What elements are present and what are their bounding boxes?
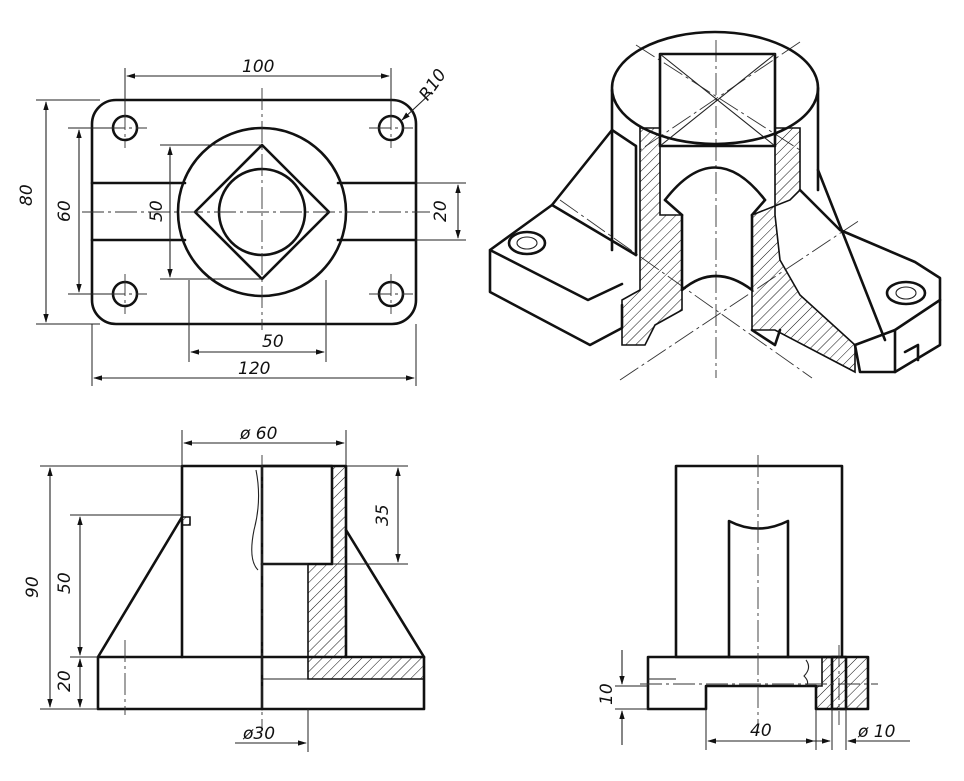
dimension-label-60: 60 — [55, 200, 75, 222]
dimension-label-phi10: ø 10 — [857, 722, 895, 742]
rib-outline — [344, 528, 426, 659]
dimension-label-20: 20 — [431, 200, 451, 222]
dimension-label-100: 100 — [242, 57, 274, 77]
top-view: 100 R10 80 60 50 20 50 120 — [17, 57, 466, 386]
dimension-label-90: 90 — [23, 576, 43, 598]
dimension-label-phi30: ø30 — [242, 724, 275, 744]
dimension-label-120: 120 — [238, 359, 270, 379]
dimension-label-50-vertical: 50 — [147, 200, 167, 222]
dimension-label-40: 40 — [750, 721, 772, 741]
base-left-arm — [488, 203, 638, 347]
dimension-label-10: 10 — [597, 683, 617, 705]
dimension-label-50: 50 — [55, 572, 75, 594]
radius-leader — [401, 91, 433, 121]
bolt-hole — [885, 280, 927, 306]
front-view: ø 60 35 90 50 20 ø30 — [23, 424, 426, 752]
bolt-hole — [516, 236, 538, 250]
bolt-hole — [507, 230, 547, 256]
dimension-label-50-horizontal: 50 — [262, 332, 284, 352]
dimension-label-phi60: ø 60 — [239, 424, 277, 444]
bore-outline — [663, 166, 767, 202]
side-view: 10 40 ø 10 — [597, 455, 910, 750]
bolt-hole — [895, 286, 917, 300]
cylinder-outline — [674, 464, 844, 659]
dimension-label-20: 20 — [55, 670, 75, 692]
dimension-label-80: 80 — [17, 184, 37, 206]
cylinder-top — [610, 30, 820, 146]
dimension-label-35: 35 — [373, 504, 393, 526]
dimension-label-r10: R10 — [415, 66, 451, 105]
section-hatch — [307, 465, 425, 680]
square-hole-section — [260, 464, 334, 566]
rib-left — [550, 128, 638, 257]
base-right-arm — [798, 188, 942, 374]
bore-outline — [680, 213, 754, 292]
section-hatch — [621, 127, 683, 346]
isometric-view — [488, 30, 942, 381]
slot-outline — [727, 519, 790, 659]
section-hatch — [751, 127, 856, 374]
rib-outline — [96, 515, 184, 659]
section-hatch — [815, 656, 869, 710]
